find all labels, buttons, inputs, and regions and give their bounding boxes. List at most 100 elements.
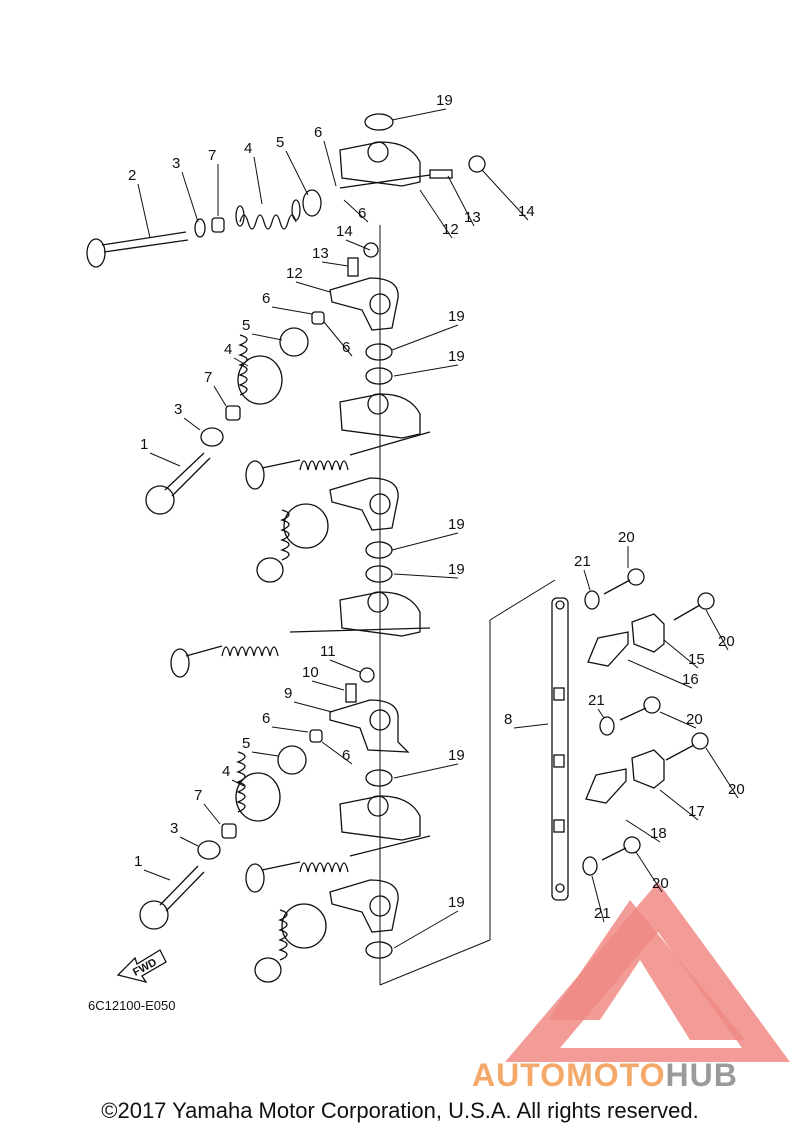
callout-leader (231, 779, 245, 787)
valve-spring-row4 (170, 627, 431, 678)
rocker-arm-row3 (339, 393, 421, 439)
callout-leader (481, 169, 529, 221)
callout-leader (597, 708, 605, 719)
callout-leader (149, 452, 181, 467)
callout-label: 11 (320, 643, 336, 660)
callout-leader (591, 875, 605, 923)
callout-label: 20 (618, 529, 635, 546)
bolt-20-c (619, 696, 661, 721)
callout-label: 5 (276, 134, 284, 151)
callout-label: 20 (728, 781, 745, 798)
callout-label: 6 (262, 710, 270, 727)
callout-label: 4 (244, 140, 252, 157)
callout-label: 6 (342, 747, 350, 764)
valve-1-mid (145, 452, 211, 515)
callout-leader (419, 189, 453, 239)
callout-label: 9 (284, 685, 292, 702)
spring-4-mid (237, 334, 283, 405)
callout-leader (323, 140, 337, 187)
rocker-shaft-8 (551, 597, 569, 901)
callout-label: 21 (574, 553, 591, 570)
callout-leader (391, 108, 447, 121)
valve-spring-row3 (245, 431, 431, 490)
spring-4-lower (235, 751, 281, 822)
bolt-20-a (603, 568, 645, 595)
watermark-brand-b: HUB (665, 1057, 737, 1093)
callout-label: 19 (448, 516, 465, 533)
callout-leader (321, 741, 353, 765)
valve-1-lower (139, 865, 205, 930)
bracket-17 (631, 749, 665, 789)
callout-label: 16 (682, 671, 699, 688)
oring-19-b (365, 367, 393, 385)
callout-leader (329, 659, 361, 673)
callout-label: 6 (262, 290, 270, 307)
fwd-arrow-icon (116, 949, 167, 984)
pin-6-lower (309, 729, 323, 743)
locknut-14-upper (468, 155, 486, 173)
callout-leader (251, 751, 279, 757)
rocker-arm-row5-lower (329, 879, 399, 933)
callout-label: 19 (448, 308, 465, 325)
callout-leader (659, 789, 699, 821)
rocker-arm-9 (329, 699, 410, 753)
callout-label: 2 (128, 167, 136, 184)
adjust-screw-13-mid (347, 257, 359, 277)
callout-leader (447, 175, 475, 227)
rocker-arm-upper (339, 141, 431, 189)
callout-label: 19 (448, 348, 465, 365)
callout-label: 7 (204, 369, 212, 386)
callout-leader (391, 532, 459, 551)
callout-label: 18 (650, 825, 667, 842)
collet-7-mid (225, 405, 241, 421)
callout-leader (393, 910, 459, 949)
callout-label: 13 (312, 245, 329, 262)
callout-leader (393, 573, 459, 579)
callout-leader (253, 156, 263, 205)
oring-19-f (365, 941, 393, 959)
callout-label: 8 (504, 711, 512, 728)
callout-leader (345, 239, 371, 251)
callout-label: 6 (358, 205, 366, 222)
callout-leader (137, 183, 151, 239)
callout-label: 12 (442, 221, 459, 238)
callout-leader (271, 726, 309, 733)
callout-label: 19 (448, 747, 465, 764)
callout-leader (321, 261, 349, 267)
washer-21-c (582, 856, 598, 876)
retainer-5-mid (279, 327, 309, 357)
valve-2 (86, 231, 189, 268)
callout-leader (295, 281, 331, 293)
callout-leader (705, 609, 729, 651)
spring-valve-row3-lower (256, 503, 329, 583)
callout-leader (343, 199, 369, 223)
watermark-brand-a: AUTOMOTO (472, 1057, 665, 1093)
callout-leader (233, 357, 249, 367)
watermark-text: AUTOMOTOHUB (472, 1057, 738, 1093)
retainer-5-lower (277, 745, 307, 775)
callout-label: 21 (588, 692, 605, 709)
callout-label: 12 (286, 265, 303, 282)
copyright-notice: ©2017 Yamaha Motor Corporation, U.S.A. A… (101, 1098, 699, 1123)
callout-leader (203, 803, 221, 825)
callout-label: 19 (448, 894, 465, 911)
oring-19-d (365, 565, 393, 583)
callout-leader (293, 701, 333, 713)
diagram-code: 6C12100-E050 (88, 998, 175, 1013)
callout-leader (181, 171, 199, 223)
callout-label: 3 (170, 820, 178, 837)
spring-valve-row5-lower (254, 903, 327, 983)
callout-label: 20 (652, 875, 669, 892)
callout-label: 19 (436, 92, 453, 109)
callout-label: 1 (134, 853, 142, 870)
collet-7-upper (211, 217, 225, 233)
callout-label: 14 (518, 203, 535, 220)
oring-19-top (364, 113, 394, 131)
washer-21-a (584, 590, 600, 610)
callout-label: 17 (688, 803, 705, 820)
bolt-20-d (665, 732, 709, 761)
oring-19-c (365, 541, 393, 559)
washer-3-upper (194, 218, 206, 238)
callout-label: 13 (464, 209, 481, 226)
callout-leader (583, 569, 591, 591)
